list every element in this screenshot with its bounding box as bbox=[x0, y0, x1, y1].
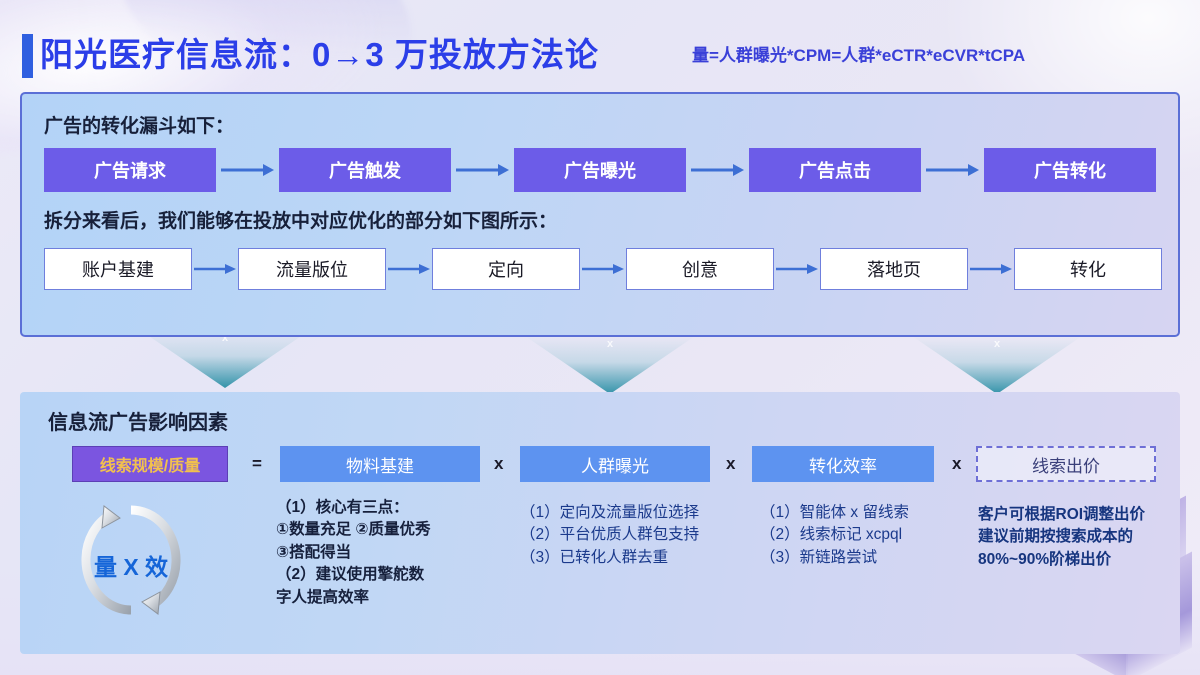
funnel-step-1[interactable]: 广告请求 bbox=[44, 148, 216, 192]
funnel-arrow-3 bbox=[686, 162, 749, 178]
optimize-lead-text: 拆分来看后，我们能够在投放中对应优化的部分如下图所示： bbox=[44, 211, 558, 232]
multiply-operator-2: x bbox=[726, 454, 736, 473]
divider-chevron-1: x bbox=[140, 330, 310, 388]
funnel-lead-text: 广告的转化漏斗如下： bbox=[44, 116, 235, 137]
optimize-step-3[interactable]: 定向 bbox=[432, 248, 580, 290]
factors-panel: 信息流广告影响因素 线索规模/质量 = 物料基建 x 人群曝光 x 转化效率 x… bbox=[20, 392, 1180, 654]
cycle-label: 量 X 效 bbox=[93, 554, 169, 580]
funnel-step-2[interactable]: 广告触发 bbox=[279, 148, 451, 192]
optimize-step-row: 账户基建 流量版位 定向 创意 落地页 转化 bbox=[44, 246, 1162, 292]
funnel-step-4[interactable]: 广告点击 bbox=[749, 148, 921, 192]
funnel-step-5[interactable]: 广告转化 bbox=[984, 148, 1156, 192]
page-title: 阳光医疗信息流：0→3 万投放方法论 bbox=[40, 36, 599, 73]
header-formula: 量=人群曝光*CPM=人群*eCTR*eCVR*tCPA bbox=[692, 46, 1026, 65]
factor-box-conversion[interactable]: 转化效率 bbox=[752, 446, 934, 482]
optimize-arrow-4 bbox=[774, 262, 820, 276]
factor-equation-row: 线索规模/质量 = 物料基建 x 人群曝光 x 转化效率 x 线索出价 bbox=[48, 446, 1156, 486]
multiply-operator-3: x bbox=[952, 454, 962, 473]
equals-operator: = bbox=[252, 454, 262, 473]
title-accent-bar bbox=[22, 34, 33, 78]
factor-box-material[interactable]: 物料基建 bbox=[280, 446, 480, 482]
chevron-x-mark: x bbox=[606, 338, 614, 350]
factor-box-exposure[interactable]: 人群曝光 bbox=[520, 446, 710, 482]
factors-panel-title: 信息流广告影响因素 bbox=[48, 412, 228, 434]
optimize-step-5[interactable]: 落地页 bbox=[820, 248, 968, 290]
optimize-arrow-5 bbox=[968, 262, 1014, 276]
factor-box-bid[interactable]: 线索出价 bbox=[976, 446, 1156, 482]
factor-detail-conversion: （1）智能体 x 留线索 （2）线索标记 xcpql （3）新链路尝试 bbox=[760, 504, 909, 566]
funnel-step-3[interactable]: 广告曝光 bbox=[514, 148, 686, 192]
optimize-step-6[interactable]: 转化 bbox=[1014, 248, 1162, 290]
factor-detail-exposure: （1）定向及流量版位选择 （2）平台优质人群包支持 （3）已转化人群去重 bbox=[520, 504, 700, 566]
optimize-arrow-2 bbox=[386, 262, 432, 276]
funnel-panel: 广告的转化漏斗如下： 广告请求 广告触发 广告曝光 广告点击 广告转化 拆分来看… bbox=[20, 92, 1180, 337]
funnel-arrow-4 bbox=[921, 162, 984, 178]
chevron-x-mark: x bbox=[993, 338, 1001, 350]
factor-detail-bid: 客户可根据ROI调整出价 建议前期按搜索成本的 80%~90%阶梯出价 bbox=[978, 506, 1146, 568]
funnel-arrow-1 bbox=[216, 162, 279, 178]
optimize-step-2[interactable]: 流量版位 bbox=[238, 248, 386, 290]
optimize-step-4[interactable]: 创意 bbox=[626, 248, 774, 290]
multiply-operator-1: x bbox=[494, 454, 504, 473]
divider-chevron-3: x bbox=[912, 336, 1082, 394]
funnel-arrow-2 bbox=[451, 162, 514, 178]
funnel-step-row: 广告请求 广告触发 广告曝光 广告点击 广告转化 bbox=[44, 146, 1156, 194]
page-header: 阳光医疗信息流：0→3 万投放方法论 量=人群曝光*CPM=人群*eCTR*eC… bbox=[0, 28, 1200, 84]
optimize-arrow-3 bbox=[580, 262, 626, 276]
factor-result-box[interactable]: 线索规模/质量 bbox=[72, 446, 228, 482]
optimize-step-1[interactable]: 账户基建 bbox=[44, 248, 192, 290]
optimize-arrow-1 bbox=[192, 262, 238, 276]
cycle-arrows-icon bbox=[72, 500, 190, 620]
factor-detail-material: （1）核心有三点： ①数量充足 ②质量优秀 ③搭配得当 （2）建议使用擎舵数 字… bbox=[276, 499, 431, 606]
divider-chevron-2: x bbox=[525, 336, 695, 394]
chevron-x-mark: x bbox=[221, 332, 229, 344]
